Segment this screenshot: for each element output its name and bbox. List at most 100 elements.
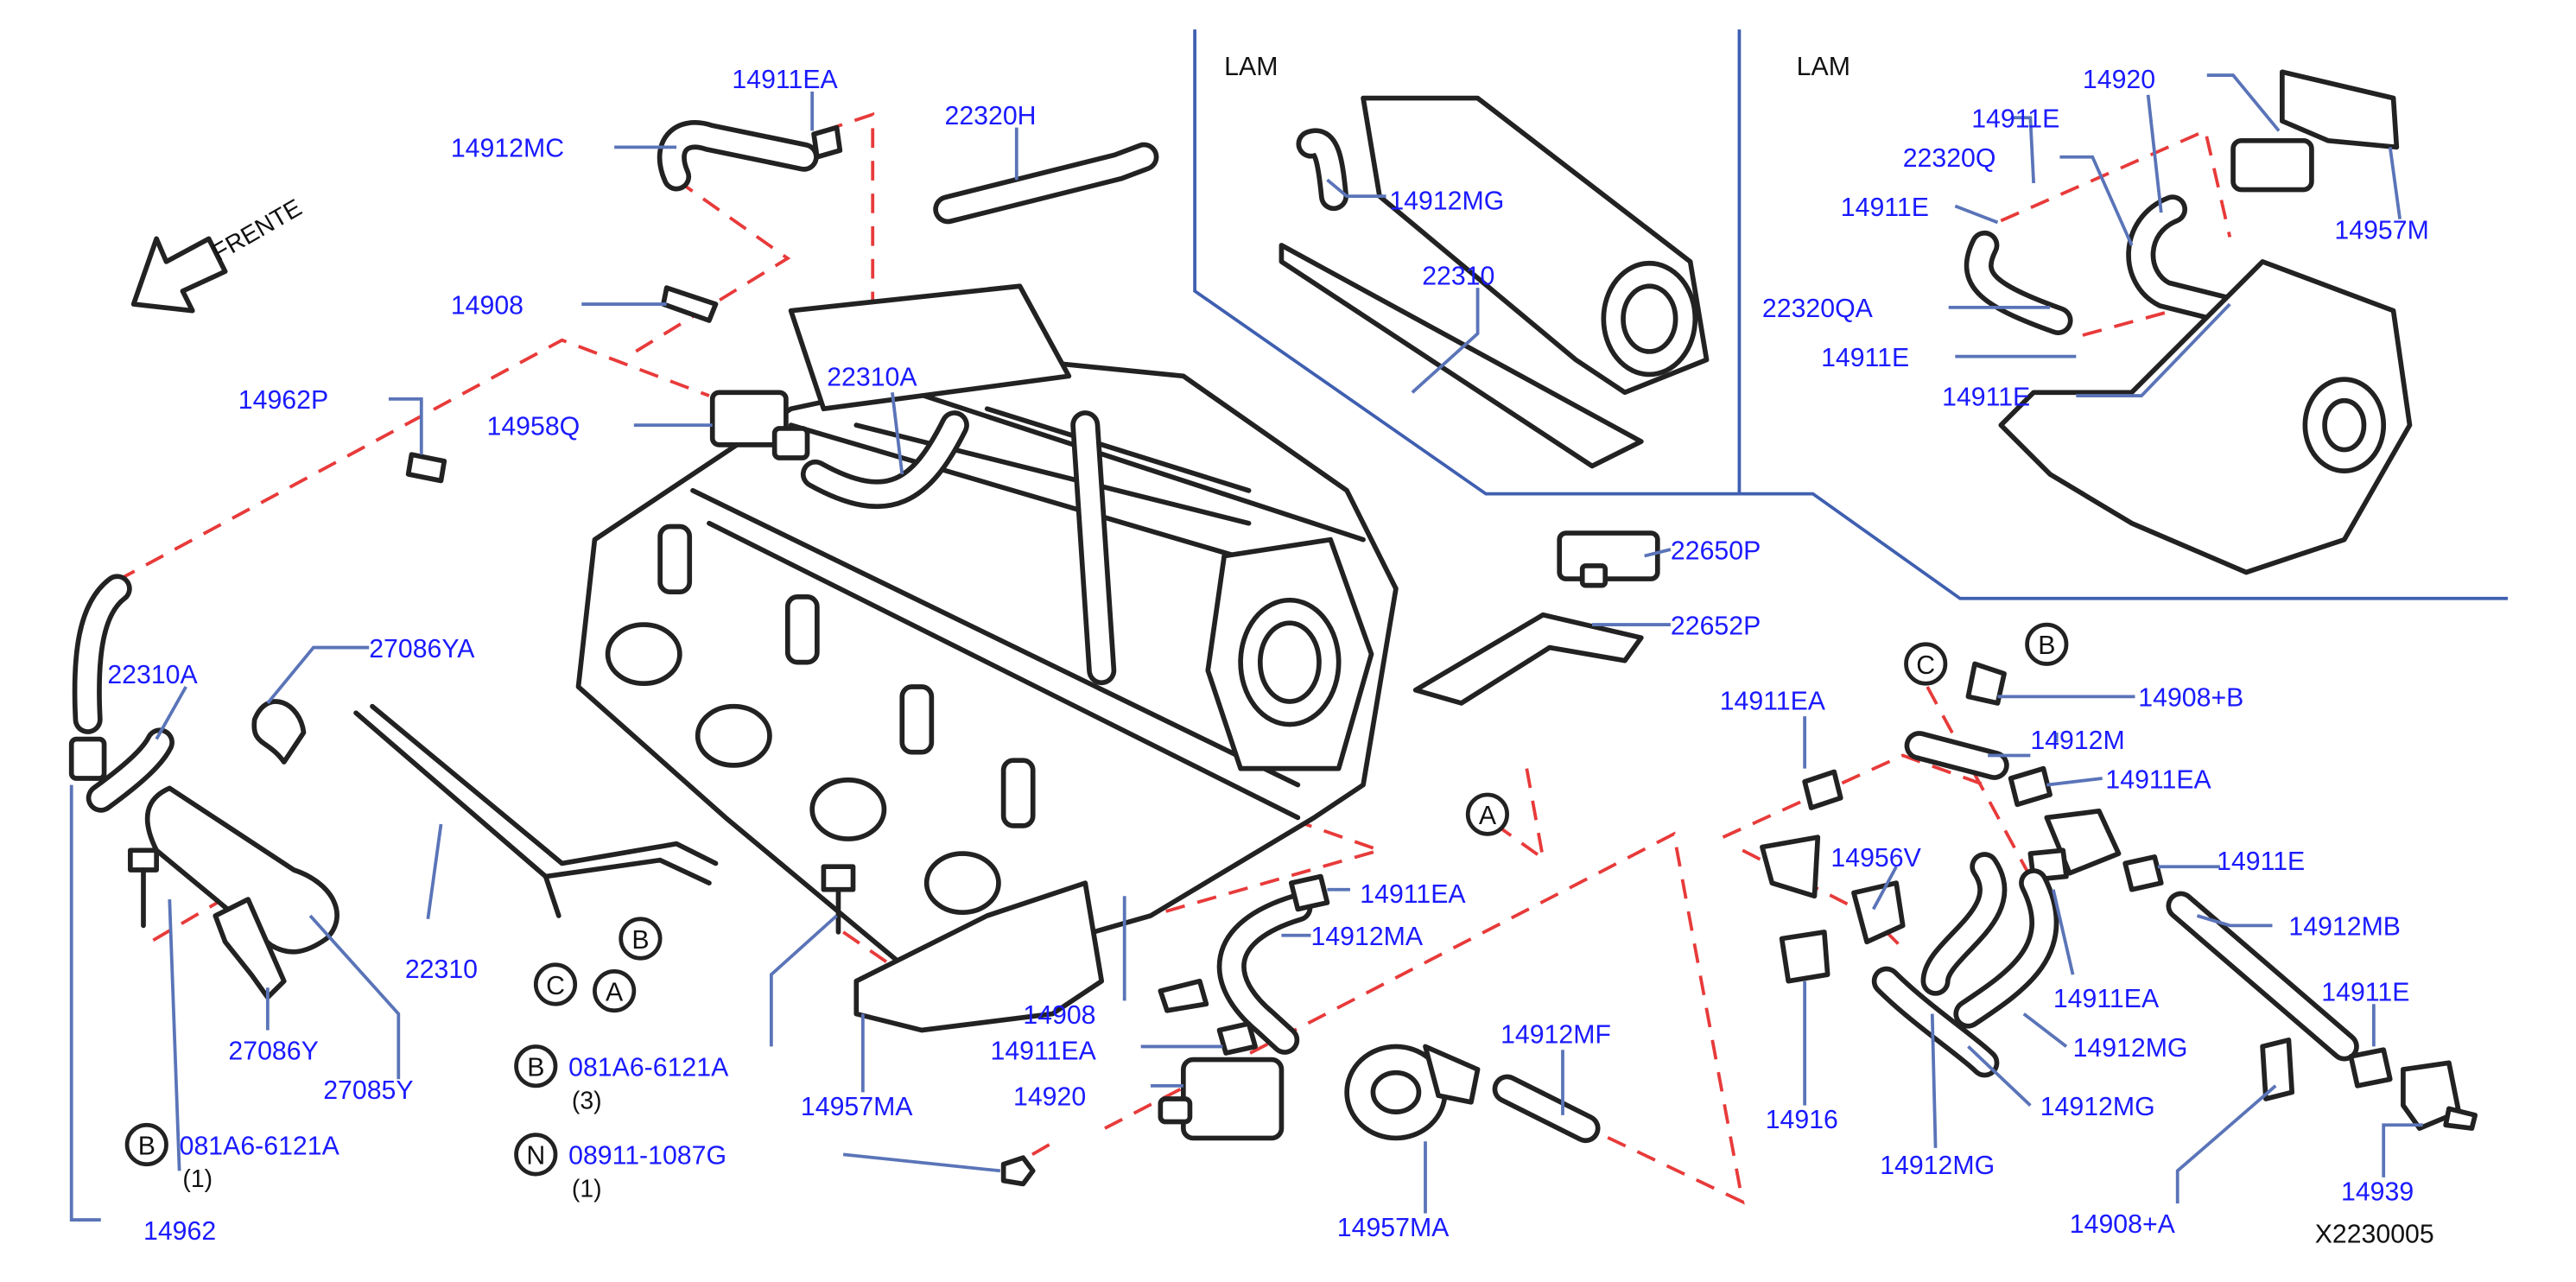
ref-marker-a-left: A: [593, 968, 637, 1013]
svg-text:C: C: [546, 972, 565, 1000]
label-14908a[interactable]: 14908+A: [2070, 1210, 2176, 1239]
label-14957m[interactable]: 14957M: [2334, 216, 2428, 244]
label-22652p[interactable]: 22652P: [1671, 612, 1761, 640]
label-14908b[interactable]: 14908+B: [2138, 684, 2243, 713]
hose-22310a-left: [72, 574, 174, 813]
label-14908-top[interactable]: 14908: [451, 291, 523, 320]
hose-22320h: [933, 142, 1159, 225]
label-14911ea-top[interactable]: 14911EA: [732, 66, 838, 94]
svg-text:C: C: [1916, 651, 1935, 680]
label-14911e-lam3[interactable]: 14911E: [1821, 344, 1909, 372]
label-14911ea-right3[interactable]: 14911EA: [2053, 985, 2160, 1013]
label-14911ea-right1[interactable]: 14911EA: [1720, 688, 1826, 716]
label-14912mf[interactable]: 14912MF: [1501, 1021, 1611, 1050]
label-14912mg-lam[interactable]: 14912MG: [1389, 187, 1504, 215]
lam-right-drawing: [1964, 69, 2413, 575]
svg-text:B: B: [527, 1054, 544, 1082]
svg-text:B: B: [2038, 631, 2055, 660]
clip-14908b: [1965, 661, 2007, 706]
svg-text:N: N: [526, 1142, 545, 1171]
label-22310a-center[interactable]: 22310A: [827, 364, 917, 392]
label-22310-lam[interactable]: 22310: [1422, 262, 1494, 290]
label-14962p[interactable]: 14962P: [238, 386, 328, 415]
label-27086y[interactable]: 27086Y: [228, 1038, 318, 1066]
bracket-14957ma-left: [853, 880, 1105, 1033]
valve-14958q: [709, 390, 810, 460]
clip-14911e-right2: [2348, 1047, 2393, 1088]
label-14912mg-2[interactable]: 14912MG: [2040, 1093, 2155, 1121]
front-arrow-label: FRENTE: [208, 194, 307, 266]
pipe-22310-bottom: [353, 703, 719, 918]
bolt-081a6-center: [821, 864, 856, 935]
fastener-center-code: B: [514, 1044, 558, 1088]
hoses-14912mg: [1871, 852, 2059, 1078]
svg-text:A: A: [606, 978, 624, 1006]
label-14912mg-3[interactable]: 14912MG: [1880, 1152, 1995, 1180]
intake-manifold-drawing: [575, 283, 1399, 984]
part-number-labels: 14911EA 22320H 14912MC 14908 14962P 1495…: [107, 66, 2428, 1246]
label-14911e-lam4[interactable]: 14911E: [1942, 383, 2030, 411]
label-14911e-right1[interactable]: 14911E: [2217, 847, 2305, 876]
hose-14912mb: [2166, 891, 2359, 1062]
label-14939[interactable]: 14939: [2341, 1177, 2414, 1206]
svg-text:A: A: [1479, 802, 1497, 830]
front-arrow-icon: [130, 236, 228, 314]
label-27086ya[interactable]: 27086YA: [369, 635, 475, 663]
fastener-center-part-number[interactable]: 081A6-6121A: [568, 1054, 729, 1082]
lam-inset-frames: [1193, 29, 2509, 600]
label-14957ma-left[interactable]: 14957MA: [801, 1093, 913, 1121]
fastener-left-part-number[interactable]: 081A6-6121A: [180, 1132, 340, 1160]
bracket-22652p: [1412, 612, 1644, 706]
clip-14911e-right1: [2122, 854, 2164, 892]
label-14911ea-center[interactable]: 14911EA: [1360, 880, 1466, 909]
ref-marker-b-left: B: [619, 917, 663, 961]
label-14957ma-bottom[interactable]: 14957MA: [1337, 1214, 1450, 1242]
label-14912mg-1[interactable]: 14912MG: [2073, 1034, 2188, 1063]
valve-14939: [2401, 1060, 2478, 1131]
hose-22310a-center: [800, 410, 1117, 686]
label-22310a-left[interactable]: 22310A: [107, 661, 198, 689]
label-14911e-lam1[interactable]: 14911E: [1971, 105, 2059, 134]
label-22650p[interactable]: 22650P: [1671, 536, 1761, 565]
connector-14962: [68, 736, 107, 781]
hose-14912mc: [657, 120, 819, 192]
svg-text:B: B: [631, 926, 649, 955]
label-14911ea-lower[interactable]: 14911EA: [991, 1038, 1097, 1066]
label-14911e-right2[interactable]: 14911E: [2321, 978, 2409, 1006]
label-27085y[interactable]: 27085Y: [323, 1076, 413, 1105]
label-14916[interactable]: 14916: [1766, 1106, 1838, 1134]
assembly-dashed-lines: [116, 111, 2289, 1205]
label-14962[interactable]: 14962: [143, 1217, 216, 1246]
label-22320q[interactable]: 22320Q: [1903, 144, 1996, 173]
label-14912m[interactable]: 14912M: [2030, 727, 2124, 755]
label-22310-bottom[interactable]: 22310: [405, 955, 478, 984]
label-22320h[interactable]: 22320H: [945, 102, 1037, 130]
label-14920-bottom[interactable]: 14920: [1013, 1083, 1086, 1112]
clip-14908a: [2260, 1038, 2295, 1101]
clip-14911ea-top: [811, 124, 843, 160]
label-14908-center[interactable]: 14908: [1023, 1001, 1095, 1030]
clip-14908-top: [661, 285, 719, 323]
lam-left-manifold-drawing: [1278, 95, 1710, 469]
svg-text:B: B: [138, 1132, 155, 1160]
heat-shield-27086ya: [251, 699, 307, 765]
clip-14911ea-lower: [1216, 1021, 1258, 1056]
label-14958q[interactable]: 14958Q: [487, 413, 581, 441]
ref-marker-c-left: C: [533, 962, 578, 1006]
label-14912mc[interactable]: 14912MC: [451, 135, 564, 163]
label-22320qa[interactable]: 22320QA: [1762, 295, 1874, 323]
nut-08911: [1000, 1155, 1036, 1187]
lam-inset-label-right: LAM: [1797, 53, 1850, 81]
sensor-22650p: [1557, 530, 1660, 588]
clip-14911ea-center: [1288, 873, 1330, 912]
label-14920-lam[interactable]: 14920: [2083, 66, 2155, 94]
label-14911ea-right2[interactable]: 14911EA: [2105, 765, 2211, 794]
label-14912mb[interactable]: 14912MB: [2288, 913, 2401, 942]
label-14912ma[interactable]: 14912MA: [1311, 923, 1424, 951]
label-14911e-lam2[interactable]: 14911E: [1841, 194, 1929, 222]
fastener-nut-qty: (1): [572, 1176, 602, 1203]
label-14956v[interactable]: 14956V: [1830, 844, 1921, 873]
lam-inset-label-left: LAM: [1224, 53, 1278, 81]
fastener-nut-part-number[interactable]: 08911-1087G: [568, 1142, 726, 1171]
